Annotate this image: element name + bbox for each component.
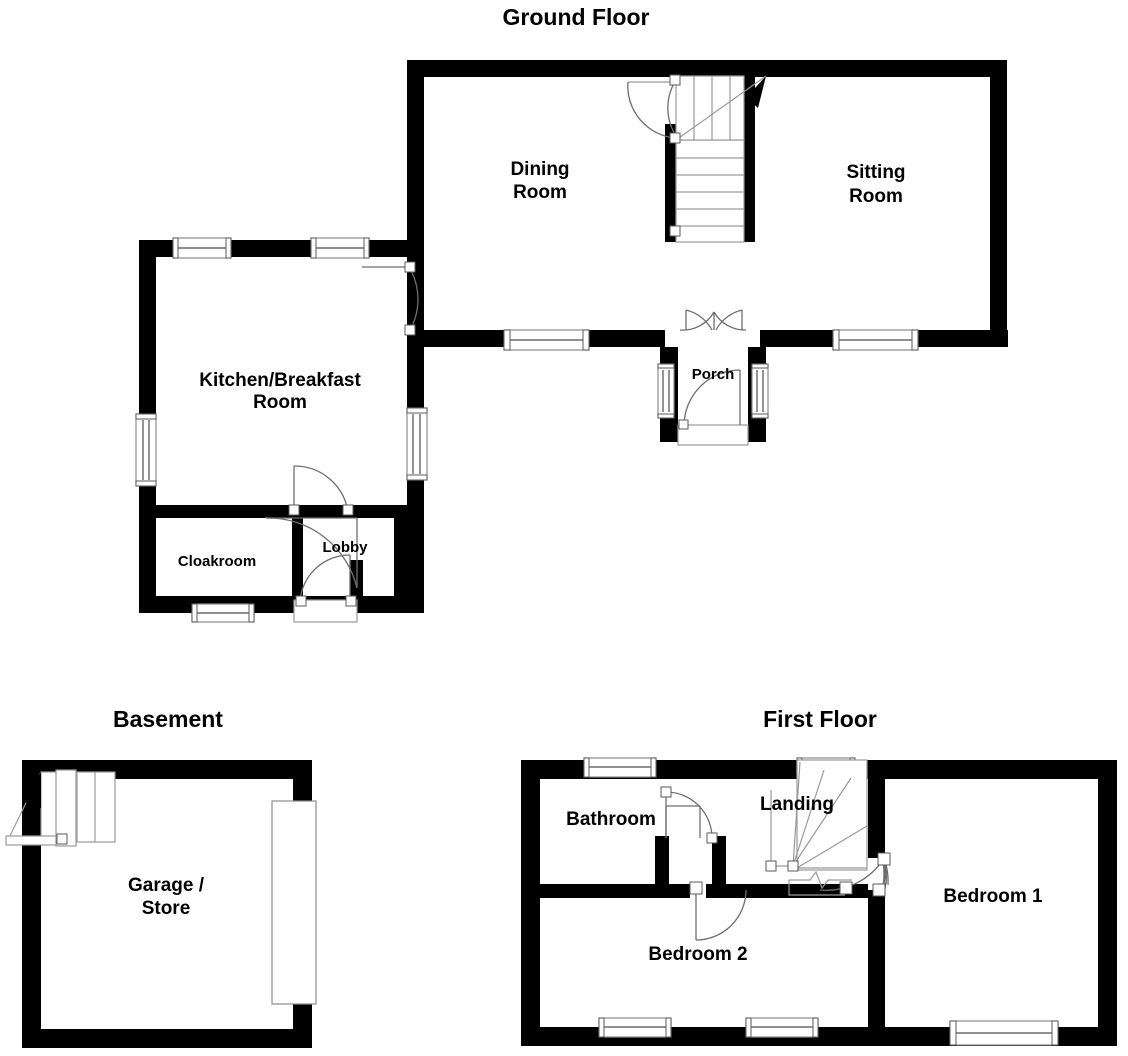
first-floor-walls — [521, 760, 1117, 1046]
ground-floor-room-labels: Dining Room Sitting Room Kitchen/Breakfa… — [178, 159, 906, 570]
label-porch: Porch — [692, 366, 735, 383]
basement-room-labels: Garage / Store — [128, 875, 205, 919]
ground-floor-title: Ground Floor — [503, 4, 650, 30]
lobby-exterior-door — [293, 554, 358, 623]
kitchen-window-north-right — [310, 237, 370, 259]
porch-double-door — [679, 309, 747, 331]
label-garage-store-line2: Store — [142, 898, 191, 919]
kitchen-window-west — [135, 413, 157, 487]
label-sitting-room: Sitting — [846, 162, 905, 183]
first-floor-title: First Floor — [763, 706, 877, 732]
label-cloakroom: Cloakroom — [178, 553, 256, 570]
sitting-window-south — [832, 329, 919, 351]
dining-window-south — [503, 329, 590, 351]
porch-window-west — [657, 363, 675, 419]
cloakroom-window-south — [191, 603, 255, 623]
bathroom-door — [660, 786, 718, 844]
kitchen-window-north-left — [172, 237, 232, 259]
landing-staircase — [765, 759, 868, 896]
kitchen-door — [362, 261, 419, 336]
bedroom2-window-south-left — [598, 1017, 672, 1038]
porch-window-east — [751, 363, 769, 419]
label-dining-room-line2: Room — [513, 182, 567, 203]
porch-entrance-door — [677, 369, 749, 446]
bedroom2-door — [689, 881, 853, 941]
label-bedroom-1: Bedroom 1 — [943, 886, 1043, 907]
basement-staircase — [5, 769, 116, 847]
first-floor-room-labels: Bathroom Landing Bedroom 1 Bedroom 2 — [566, 794, 1043, 965]
basement-plan: Garage / Store — [5, 760, 317, 1048]
bedroom2-window-south-right — [745, 1017, 819, 1038]
label-dining-room: Dining — [510, 159, 569, 180]
cloakroom-door — [265, 517, 358, 589]
label-kitchen-breakfast-room-line2: Room — [253, 392, 307, 413]
garage-door-opening[interactable] — [271, 800, 317, 1005]
label-bathroom: Bathroom — [566, 809, 656, 830]
bedroom1-door — [819, 852, 891, 897]
bathroom-window-north — [583, 757, 657, 778]
label-sitting-room-line2: Room — [849, 186, 903, 207]
ground-floor-plan: Dining Room Sitting Room Kitchen/Breakfa… — [135, 60, 1008, 623]
kitchen-window-east — [406, 407, 428, 481]
label-lobby: Lobby — [323, 539, 369, 556]
porch — [657, 309, 769, 446]
bedroom1-window-south — [949, 1020, 1059, 1046]
label-landing: Landing — [760, 794, 834, 815]
ground-floor-staircase — [627, 74, 767, 243]
first-floor-plan: Bathroom Landing Bedroom 1 Bedroom 2 — [521, 757, 1117, 1046]
kitchen-lobby-door — [288, 465, 354, 516]
label-bedroom-2: Bedroom 2 — [648, 944, 747, 965]
basement-title: Basement — [113, 706, 223, 732]
label-garage-store: Garage / — [128, 875, 205, 896]
label-kitchen-breakfast-room: Kitchen/Breakfast — [199, 370, 361, 391]
